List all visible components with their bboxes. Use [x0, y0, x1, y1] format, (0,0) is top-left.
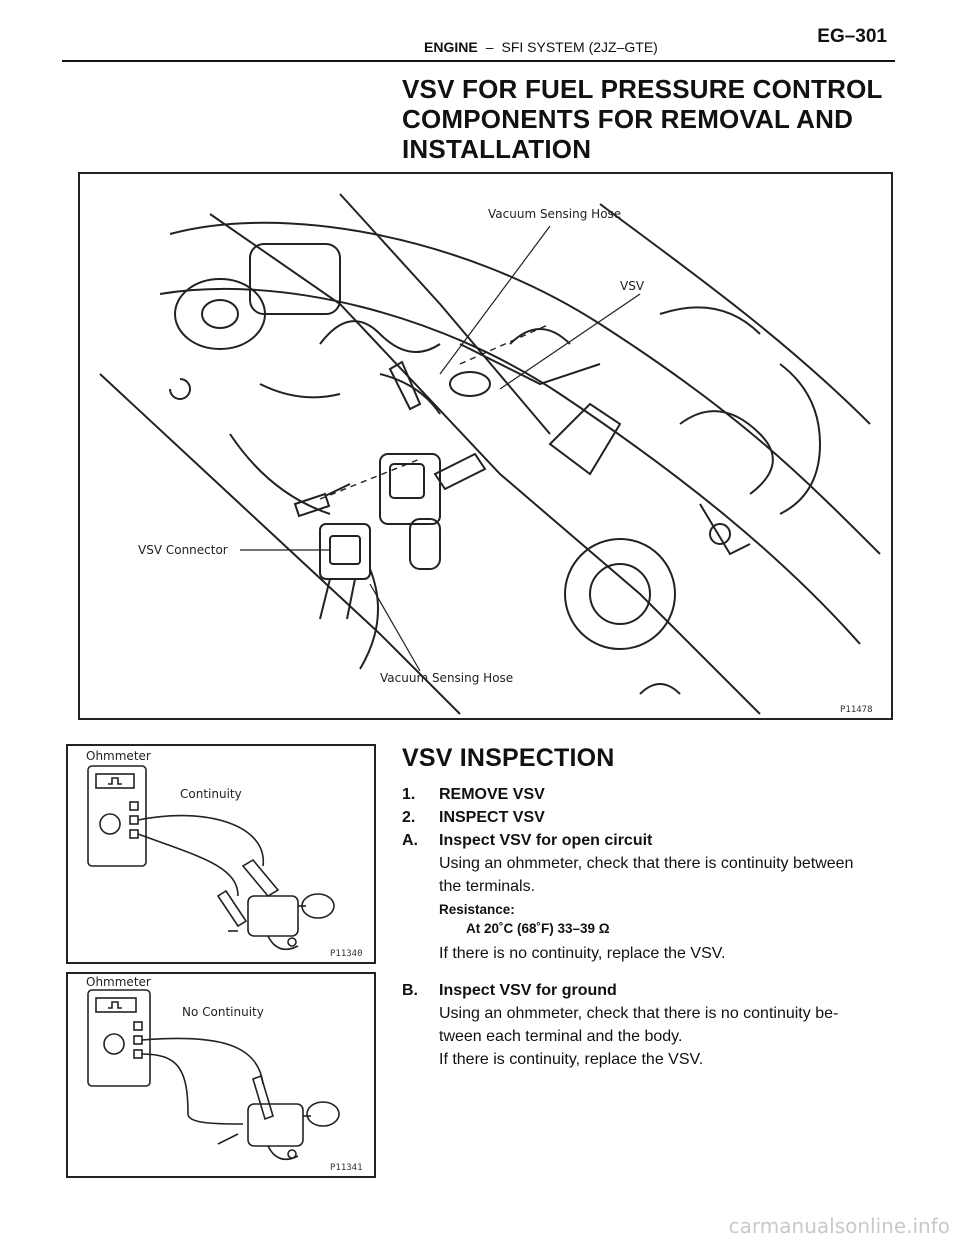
vsv-inspection-section: VSV INSPECTION 1.REMOVE VSV 2.INSPECT VS… [402, 744, 892, 1071]
step-b-title: B.Inspect VSV for ground [402, 982, 617, 999]
step-a-body-1: Using an ohmmeter, check that there is c… [439, 855, 854, 872]
engine-components-figure: Vacuum Sensing Hose VSV VSV Connector Va… [78, 172, 893, 720]
no-continuity-figure: Ohmmeter No Continuity P11341 [66, 972, 376, 1178]
step-b-body-1: Using an ohmmeter, check that there is n… [439, 1005, 839, 1022]
page-header: ENGINE–SFI SYSTEM (2JZ–GTE) EG–301 [62, 22, 895, 62]
ohmmeter-continuity-illustration: Ohmmeter Continuity P11340 [86, 749, 363, 959]
label-vsv: VSV [620, 279, 645, 293]
resistance-label: Resistance: [439, 902, 515, 917]
step-a-note: If there is no continuity, replace the V… [439, 945, 726, 962]
step-a-body-2: the terminals. [439, 878, 536, 895]
label-vsv-connector: VSV Connector [138, 543, 228, 557]
step-1: 1.REMOVE VSV [402, 786, 545, 803]
title-line-2: COMPONENTS FOR REMOVAL AND [402, 104, 854, 134]
continuity-figure: Ohmmeter Continuity P11340 [66, 744, 376, 964]
continuity-figure-code: P11340 [330, 949, 363, 959]
header-subsection: SFI SYSTEM (2JZ–GTE) [501, 39, 658, 55]
ohmmeter-no-continuity-illustration: Ohmmeter No Continuity P11341 [86, 975, 363, 1173]
label-vacuum-hose-top: Vacuum Sensing Hose [488, 207, 621, 221]
continuity-label: Continuity [180, 787, 242, 801]
header-section: ENGINE–SFI SYSTEM (2JZ–GTE) [424, 39, 658, 55]
no-continuity-figure-code: P11341 [330, 1163, 363, 1173]
header-rule [62, 60, 895, 62]
step-2: 2.INSPECT VSV [402, 809, 545, 826]
title-line-3: INSTALLATION [402, 134, 592, 164]
step-a-title: A.Inspect VSV for open circuit [402, 832, 653, 849]
watermark: carmanualsonline.info [728, 1214, 950, 1238]
ohmmeter-label-2: Ohmmeter [86, 975, 151, 989]
step-b-note: If there is continuity, replace the VSV. [439, 1051, 704, 1068]
section-heading: VSV INSPECTION [402, 744, 615, 772]
step-b-body-2: tween each terminal and the body. [439, 1028, 683, 1045]
header-dash: – [485, 39, 494, 55]
no-continuity-label: No Continuity [182, 1005, 264, 1019]
page-title: VSV FOR FUEL PRESSURE CONTROL COMPONENTS… [402, 74, 922, 164]
resistance-value: At 20˚C (68˚F) 33–39 Ω [466, 921, 610, 936]
ohmmeter-label: Ohmmeter [86, 749, 151, 763]
page-number: EG–301 [817, 26, 887, 47]
header-section-name: ENGINE [424, 39, 478, 55]
engine-illustration: Vacuum Sensing Hose VSV VSV Connector Va… [99, 193, 881, 715]
figure-code: P11478 [840, 705, 873, 715]
title-line-1: VSV FOR FUEL PRESSURE CONTROL [402, 74, 883, 104]
label-vacuum-hose-bottom: Vacuum Sensing Hose [380, 671, 513, 685]
